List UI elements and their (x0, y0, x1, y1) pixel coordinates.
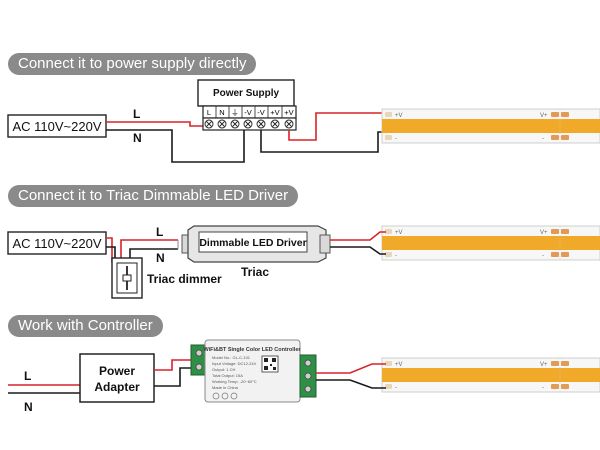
ac-source-box (7, 231, 107, 255)
terminal-label: L (207, 108, 211, 117)
ac-source-label: AC 110V~220V (12, 119, 101, 134)
led-strip-1: +V - V+ - (381, 108, 600, 144)
strip-plus-label: +V (395, 230, 403, 236)
adapter-negative-wire (154, 367, 200, 387)
terminal-label: N (219, 108, 224, 117)
controller-spec: Input Voltage: DC12-24V (212, 361, 257, 366)
power-adapter-box (79, 353, 155, 403)
controller-spec-lines: Model No.: GL-C-101 Input Voltage: DC12-… (212, 355, 257, 390)
wire-n-label: N (24, 400, 33, 414)
cut-pad (561, 384, 569, 389)
strip-minus-label: - (542, 253, 544, 259)
cut-pad (561, 112, 569, 117)
driver-label-plate (198, 231, 308, 253)
terminal-labels: L N ⏚ -V -V +V +V (207, 108, 294, 117)
output-positive-wire (288, 112, 387, 141)
strip-plus-label: +V (395, 362, 403, 368)
solder-pad (385, 112, 392, 117)
section-title-power-supply: Connect it to power supply directly (8, 53, 257, 75)
section-3-group: L N Power Adapter WiFi&BT Single Color L… (8, 339, 386, 414)
controller-spec: Made in China (212, 385, 239, 390)
output-negative-wire (330, 246, 386, 255)
section-2-group: AC 110V~220V L N Triac dimmer Dimmable L… (7, 225, 386, 299)
power-supply-title: Power Supply (213, 88, 280, 99)
live-wire (106, 118, 214, 127)
terminal-label: +V (270, 108, 279, 117)
strip-vplus-label: V+ (540, 362, 548, 368)
wire-l-label: L (156, 225, 163, 239)
terminal-label: -V (244, 108, 252, 117)
terminal-label: +V (284, 108, 293, 117)
cut-pad (561, 135, 569, 140)
cut-pad (551, 112, 559, 117)
strip-minus-label: - (395, 385, 397, 391)
wire-l-label: L (24, 369, 31, 383)
screw-icons (204, 119, 294, 129)
controller-spec: Working Temp: -20~60°C (212, 379, 257, 384)
solder-pad (385, 252, 392, 257)
terminal-label: -V (257, 108, 265, 117)
strip-vplus-label: V+ (540, 113, 548, 119)
cut-pad (551, 252, 559, 257)
solder-pad (385, 361, 392, 366)
controller-spec: Output: 1 CH (212, 367, 235, 372)
triac-label: Triac (241, 265, 269, 279)
cut-pad (551, 229, 559, 234)
output-negative-wire (260, 130, 386, 153)
strip-minus-label: - (395, 253, 397, 259)
solder-pad (385, 135, 392, 140)
strip-cob-light (382, 236, 600, 250)
strip-plus-label: +V (395, 113, 403, 119)
ac-source-label: AC 110V~220V (12, 236, 101, 251)
solder-pad (385, 229, 392, 234)
output-positive-wire (330, 231, 386, 241)
solder-pad (385, 384, 392, 389)
neutral-wire (106, 118, 245, 163)
led-strip-2: +V - V+ - (381, 225, 600, 261)
strip-minus-label: - (395, 136, 397, 142)
terminal-label: ⏚ (231, 108, 239, 117)
power-adapter-label-1: Power (99, 364, 135, 378)
strip-minus-label: - (542, 385, 544, 391)
section-title-triac-driver: Connect it to Triac Dimmable LED Driver (8, 185, 299, 207)
cut-pad (561, 252, 569, 257)
cut-pad (551, 384, 559, 389)
driver-label: Dimmable LED Driver (199, 237, 306, 249)
cert-icons (212, 392, 238, 400)
wire-n-label: N (133, 131, 142, 145)
section-title-controller: Work with Controller (8, 315, 163, 337)
cut-pad (561, 361, 569, 366)
section-1-group: AC 110V~220V L N Power Supply L N ⏚ -V -… (7, 79, 387, 163)
adapter-positive-wire (154, 359, 200, 371)
strip-cob-light (382, 119, 600, 133)
controller-title: WiFi&BT Single Color LED Controller (203, 347, 301, 353)
power-adapter-label-2: Adapter (94, 380, 140, 394)
output-positive-wire (316, 363, 386, 374)
controller-spec: Total Output: 15A (212, 373, 243, 378)
controller-spec: Model No.: GL-C-101 (212, 355, 251, 360)
cut-pad (551, 361, 559, 366)
cut-pad (551, 135, 559, 140)
ac-source-box (7, 114, 107, 138)
triac-dimmer-label: Triac dimmer (147, 272, 222, 286)
strip-cob-light (382, 368, 600, 382)
wire-n-label: N (156, 251, 165, 265)
output-negative-wire (316, 379, 386, 389)
led-strip-3: +V - V+ - (381, 357, 600, 393)
wire-l-label: L (133, 107, 140, 121)
cut-pad (561, 229, 569, 234)
strip-vplus-label: V+ (540, 230, 548, 236)
strip-minus-label: - (542, 136, 544, 142)
